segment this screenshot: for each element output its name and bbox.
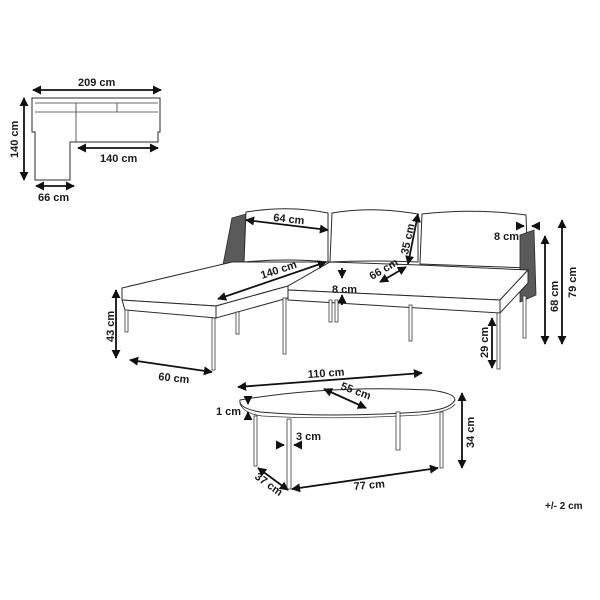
base-length-label: 77 cm — [353, 478, 385, 493]
leg — [496, 312, 501, 370]
chaise-front-width-arrow — [129, 356, 213, 376]
table-leg — [286, 418, 292, 490]
top-width-label: 209 cm — [78, 77, 116, 89]
table-leg — [395, 411, 401, 451]
tolerance-note: +/- 2 cm — [545, 501, 583, 512]
sofa-drawing: 64 cm 140 cm 35 cm 66 cm 8 cm 8 cm 43 cm… — [105, 208, 579, 386]
leg — [408, 304, 413, 342]
cushion-width-arrow — [245, 216, 329, 234]
armrest-height-label: 68 cm — [549, 281, 561, 312]
leg — [124, 309, 129, 333]
backrest-height-arrow — [405, 213, 421, 265]
seat-depth-arrow — [379, 266, 407, 283]
seat-height-label: 43 cm — [105, 311, 117, 342]
leg-height-label: 29 cm — [479, 327, 491, 358]
table-width-arrow — [323, 388, 367, 409]
top-depth-label: 140 cm — [9, 120, 21, 158]
cushion-width-label: 64 cm — [273, 212, 305, 227]
leg — [328, 299, 333, 323]
main-seat-side — [499, 268, 529, 315]
table-drawing: 110 cm 55 cm 1 cm 3 cm 34 cm 37 cm 77 cm — [216, 366, 477, 498]
top-view: 209 cm 140 cm 140 cm 66 cm — [9, 77, 162, 204]
top-inner-length-label: 140 cm — [100, 153, 138, 165]
leg — [522, 295, 527, 339]
leg-thickness-label: 3 cm — [296, 431, 321, 443]
leg — [334, 299, 339, 323]
right-armrest — [519, 229, 537, 303]
table-leg — [439, 411, 444, 469]
chaise-length-arrow — [217, 260, 327, 301]
top-chaise-width-label: 66 cm — [38, 192, 69, 204]
chaise-front-width-label: 60 cm — [158, 371, 190, 386]
leg — [211, 317, 216, 371]
table-length-label: 110 cm — [307, 366, 345, 381]
armrest-thickness-label: 8 cm — [494, 231, 519, 243]
table-leg — [253, 415, 258, 467]
leg — [282, 297, 287, 355]
top-thickness-label: 1 cm — [216, 406, 241, 418]
leg — [235, 311, 240, 335]
top-view-outline — [31, 97, 161, 181]
base-length-arrow — [291, 464, 439, 493]
cushion-thickness-label: 8 cm — [332, 284, 357, 296]
base-depth-arrow — [257, 467, 289, 491]
table-height-label: 34 cm — [465, 417, 477, 448]
total-height-label: 79 cm — [567, 267, 579, 298]
table-length-arrow — [237, 369, 423, 391]
